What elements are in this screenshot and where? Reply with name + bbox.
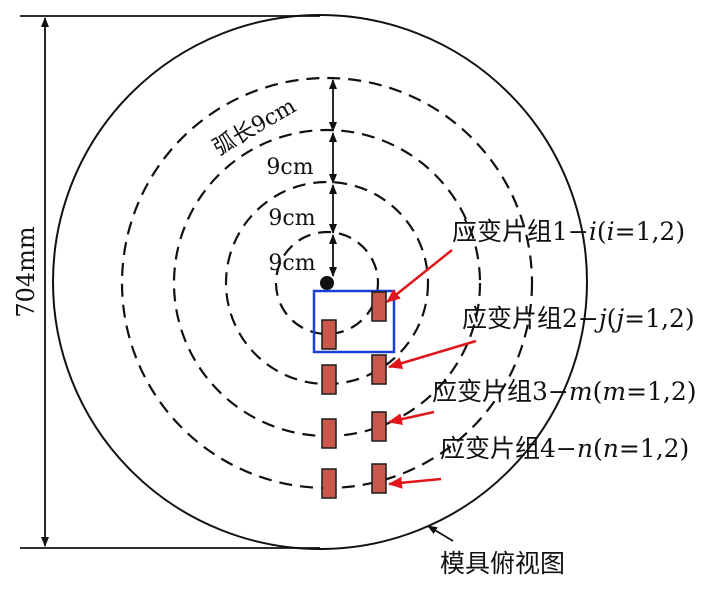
group1-label-var2: i: [607, 217, 615, 246]
caption-leader: [427, 525, 454, 542]
group1-label-var: i: [589, 217, 597, 246]
group2-label: 应变片组2−j(j=1,2): [462, 304, 695, 333]
group3-label-var: m: [569, 377, 593, 406]
gauge-4-1: [371, 463, 387, 494]
arc-length-label: 弧长9cm: [209, 94, 301, 161]
gauge-4-2: [321, 468, 337, 499]
group3-label-eq: =1,2): [626, 377, 696, 406]
group1-label-open: (: [597, 217, 607, 246]
gauge-1-2: [321, 319, 337, 350]
group2-label-prefix: 应变片组2−: [462, 304, 599, 333]
spacing-label-2: 9cm: [268, 206, 315, 231]
leader-arrow-group4: [388, 476, 442, 489]
group2-label-open: (: [607, 304, 617, 333]
group3-label-var2: m: [602, 377, 626, 406]
gauge-2-1: [371, 354, 387, 385]
gauge-3-1: [371, 411, 387, 442]
gauge-1-1: [371, 291, 387, 322]
spacing-label-3: 9cm: [268, 251, 315, 276]
mold-outer-circle: [52, 14, 588, 550]
group4-label: 应变片组4−n(n=1,2): [440, 434, 689, 463]
group1-label-prefix: 应变片组1−: [452, 217, 589, 246]
leader-arrow-group2: [388, 339, 477, 370]
group4-label-open: (: [593, 434, 603, 463]
leader-arrow-group1: [386, 249, 453, 303]
group1-label-eq: =1,2): [615, 217, 685, 246]
caption-label: 模具俯视图: [440, 549, 565, 578]
diameter-label: 704mm: [12, 226, 40, 318]
group4-label-var2: n: [603, 434, 619, 463]
gauge-3-2: [321, 418, 337, 449]
group2-label-eq: =1,2): [624, 304, 694, 333]
group3-label: 应变片组3−m(m=1,2): [432, 377, 697, 406]
group4-label-prefix: 应变片组4−: [440, 434, 577, 463]
group3-label-open: (: [593, 377, 603, 406]
strain-gauges: [321, 291, 387, 499]
leader-arrow-group3: [388, 410, 435, 426]
group3-label-prefix: 应变片组3−: [432, 377, 569, 406]
center-point: [320, 276, 334, 290]
group4-label-eq: =1,2): [619, 434, 689, 463]
gauge-2-2: [321, 364, 337, 395]
spacing-label-1: 9cm: [266, 155, 313, 180]
group1-label: 应变片组1−i(i=1,2): [452, 217, 685, 246]
leader-arrows: [386, 249, 477, 489]
group1-highlight-box: [312, 289, 396, 354]
dashed-circle-1: [274, 230, 380, 336]
group4-label-var: n: [577, 434, 593, 463]
